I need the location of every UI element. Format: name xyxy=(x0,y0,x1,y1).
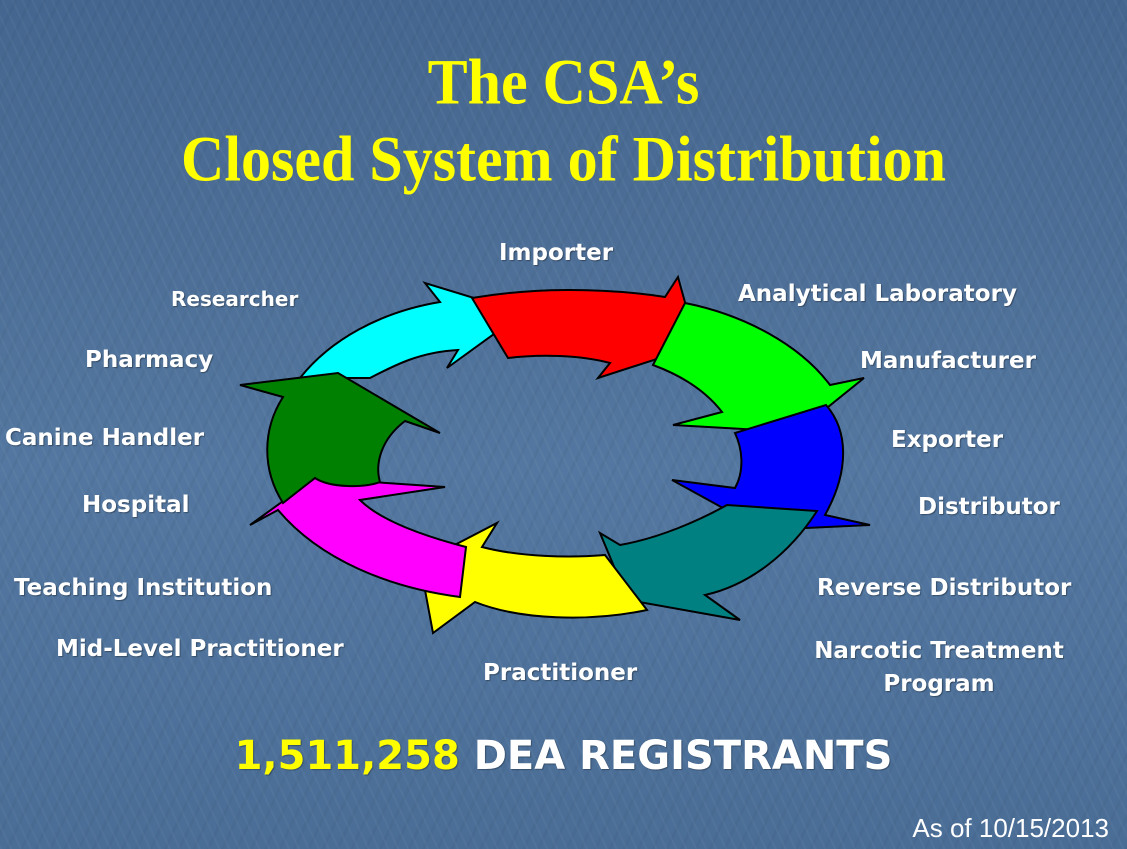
label-exporter: Exporter xyxy=(891,427,1004,453)
label-canine-handler: Canine Handler xyxy=(5,425,205,451)
as-of-date: As of 10/15/2013 xyxy=(912,813,1109,843)
label-manufacturer: Manufacturer xyxy=(860,348,1036,374)
cycle-arrow-cyan xyxy=(297,281,526,379)
registrant-total: 1,511,258 DEA REGISTRANTS xyxy=(0,736,1127,776)
cycle-arrow-teal xyxy=(597,503,819,621)
cycle-arrow-green xyxy=(651,301,865,434)
registrant-count: 1,511,258 xyxy=(234,733,460,779)
label-pharmacy: Pharmacy xyxy=(85,347,214,373)
label-distributor: Distributor xyxy=(918,494,1060,520)
label-researcher: Researcher xyxy=(171,287,299,311)
label-mid-level-practitioner: Mid-Level Practitioner xyxy=(56,636,344,662)
slide-title-line-2: Closed System of Distribution xyxy=(180,123,947,195)
label-importer: Importer xyxy=(499,240,614,266)
cycle-arrow-blue xyxy=(671,403,871,532)
cycle-arrow-magenta xyxy=(249,476,468,599)
label-reverse-distributor: Reverse Distributor xyxy=(817,575,1072,601)
label-analytical-laboratory: Analytical Laboratory xyxy=(738,281,1017,307)
label-narcotic-treatment-program: Narcotic Treatment Program xyxy=(786,640,1092,696)
registrant-label: DEA REGISTRANTS xyxy=(459,733,893,779)
label-practitioner: Practitioner xyxy=(483,660,638,686)
cycle-arrow-dark-green xyxy=(239,371,441,505)
label-teaching-institution: Teaching Institution xyxy=(14,575,273,601)
cycle-arrow-red xyxy=(470,274,699,380)
cycle-arrow-yellow xyxy=(418,520,649,635)
slide-title-line-1: The CSA’s xyxy=(427,46,700,118)
label-narcotic-treatment-line-2: Program xyxy=(883,671,995,697)
label-hospital: Hospital xyxy=(82,492,190,518)
label-narcotic-treatment-line-1: Narcotic Treatment xyxy=(814,638,1064,664)
